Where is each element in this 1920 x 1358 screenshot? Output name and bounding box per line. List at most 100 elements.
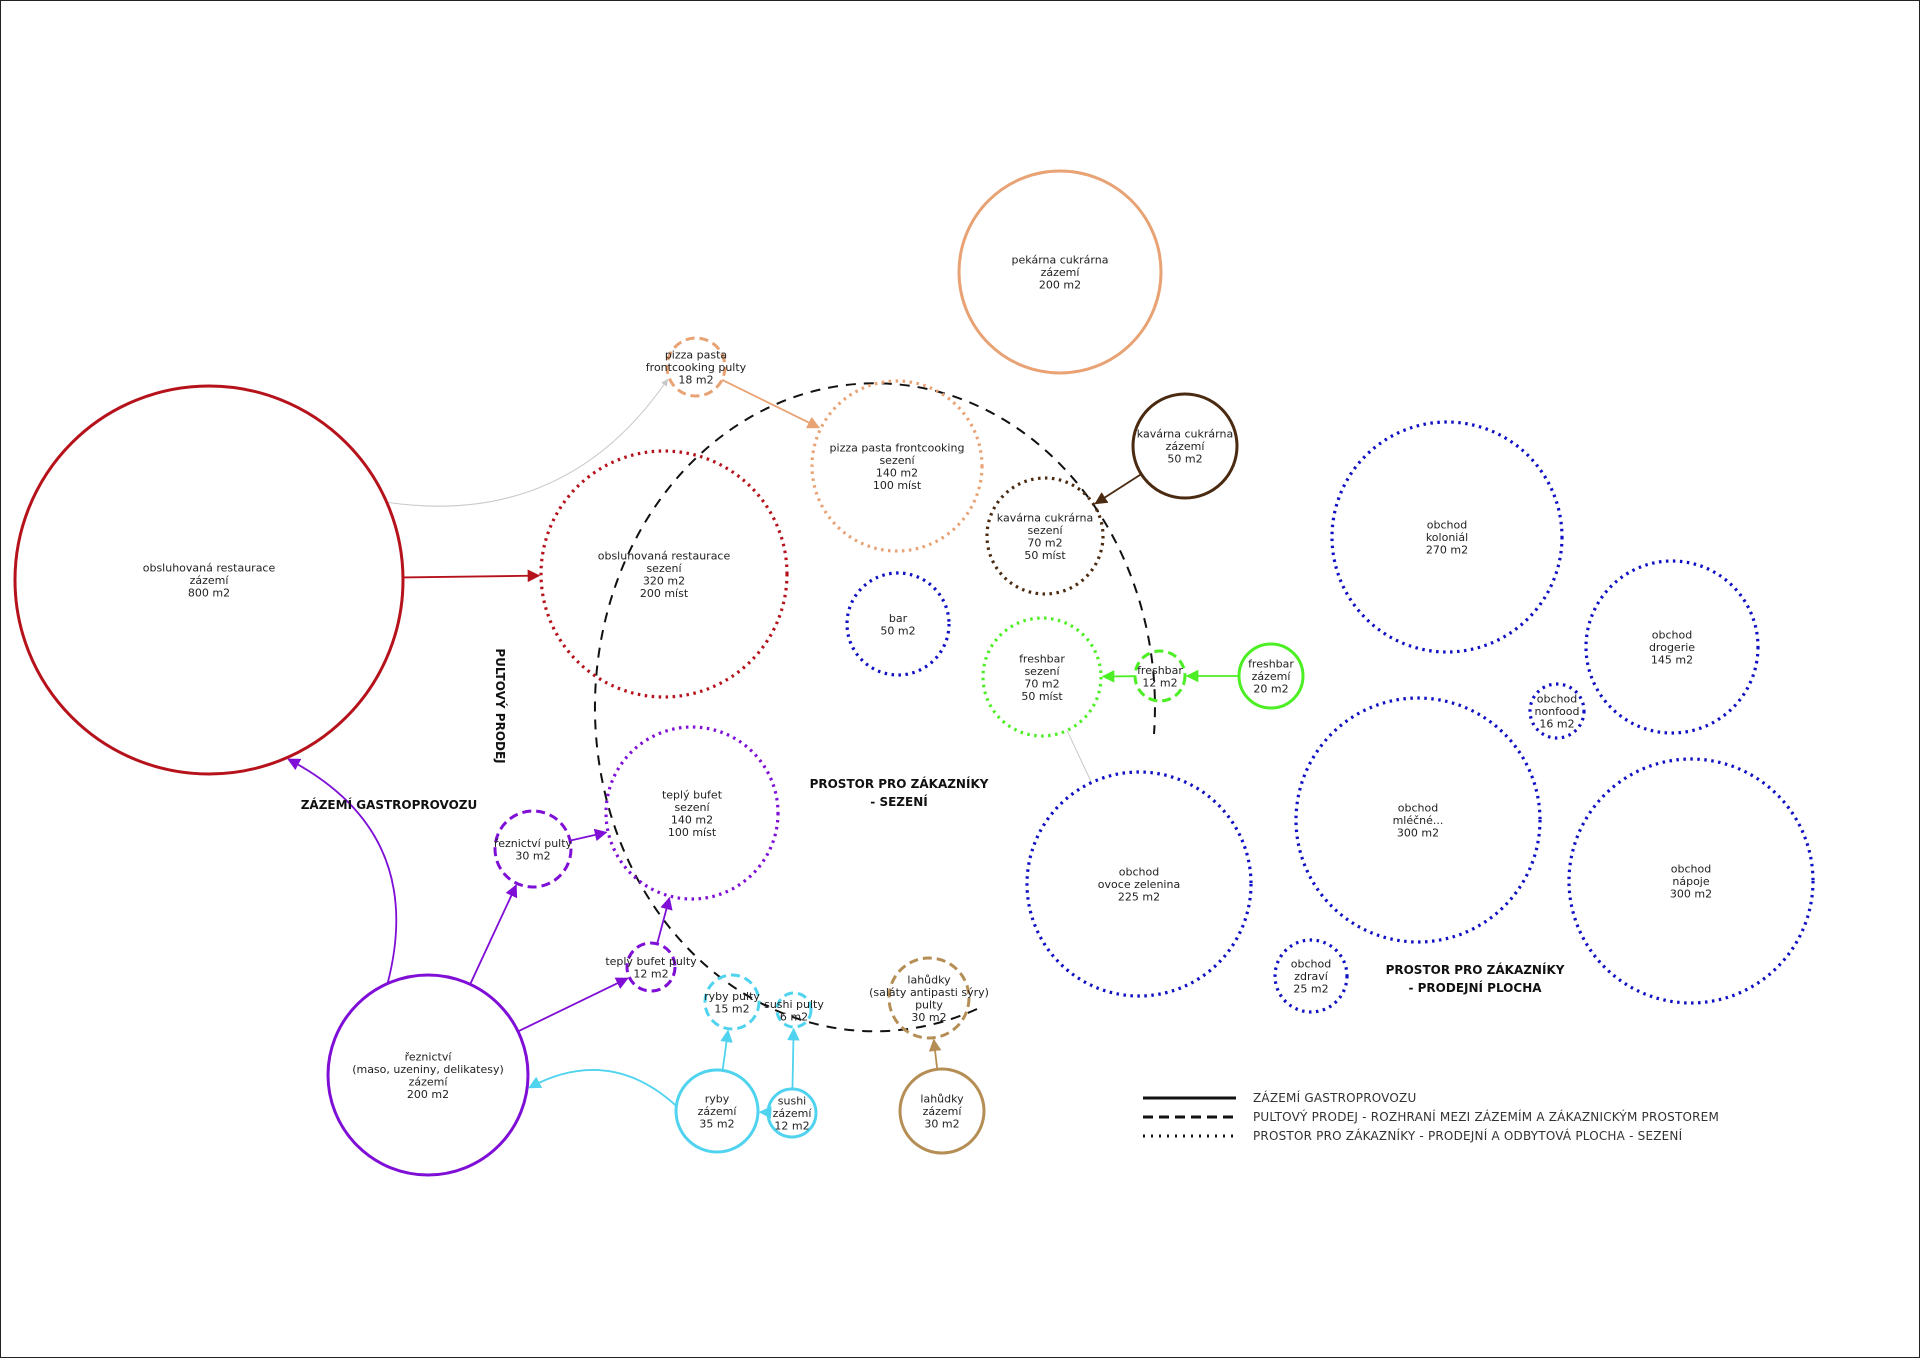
node-label-pizza-sezeni-3: 100 míst: [873, 479, 922, 492]
node-label-lahudky-zazemi-0: lahůdky: [920, 1093, 964, 1106]
node-label-restaurace-zazemi-0: obsluhovaná restaurace: [143, 562, 276, 575]
edge-pizza-pulty-to-pizza-sezeni: [721, 379, 821, 429]
node-circle-teply-bufet-pulty: [625, 941, 677, 993]
legend-label-dotted: PROSTOR PRO ZÁKAZNÍKY - PRODEJNÍ A ODBYT…: [1253, 1128, 1683, 1143]
node-label-ryby-pulty-0: ryby pulty: [704, 990, 760, 1003]
node-label-obchod-ovoce-2: 225 m2: [1118, 891, 1160, 904]
node-label-ryby-zazemi-2: 35 m2: [699, 1118, 734, 1131]
zone-label-pultovy-prodej: PULTOVÝ PRODEJ: [493, 648, 508, 763]
node-label-ryby-pulty-1: 15 m2: [714, 1002, 749, 1015]
node-label-pizza-pulty-2: 18 m2: [678, 374, 713, 387]
node-label-sushi-zazemi-0: sushi: [778, 1095, 806, 1108]
node-label-kavarna-zazemi-2: 50 m2: [1167, 453, 1202, 466]
node-label-restaurace-zazemi-1: zázemí: [190, 574, 230, 587]
edge-reznictvi-zazemi-to-reznictvi-pulty: [469, 884, 518, 985]
edge-restaurace-zazemi-to-restaurace-sezeni: [402, 569, 541, 583]
node-label-obchod-kolonial-0: obchod: [1427, 519, 1467, 532]
node-label-pekarna-zazemi-0: pekárna cukrárna: [1012, 254, 1109, 267]
node-label-teply-bufet-pulty-0: teplý bufet pulty: [605, 955, 697, 968]
edge-sushi-zazemi-to-sushi-pulty: [787, 1027, 800, 1090]
node-circle-obchod-drogerie: [1584, 559, 1760, 735]
node-reznictvi-zazemi: řeznictví(maso, uzeniny, delikatesy)záze…: [326, 973, 530, 1177]
edge-teply-bufet-pulty-to-teply-bufet-sezeni: [656, 896, 673, 945]
node-label-sushi-pulty-1: 6 m2: [780, 1010, 808, 1023]
node-label-ryby-zazemi-1: zázemí: [698, 1105, 738, 1118]
legend-label-solid: ZÁZEMÍ GASTROPROVOZU: [1253, 1090, 1416, 1105]
node-circle-lahudky-pulty: [887, 956, 971, 1040]
edges-layer: [287, 378, 1239, 1119]
node-label-obchod-mlecne-0: obchod: [1398, 802, 1438, 815]
node-label-teply-bufet-sezeni-3: 100 míst: [668, 826, 717, 839]
edge-kavarna-zazemi-to-kavarna-sezeni: [1094, 473, 1142, 505]
node-label-lahudky-zazemi-2: 30 m2: [924, 1118, 959, 1131]
node-label-lahudky-zazemi-1: zázemí: [923, 1105, 963, 1118]
node-circle-obchod-mlecne: [1294, 696, 1542, 944]
node-label-freshbar-sezeni-3: 50 míst: [1021, 690, 1063, 703]
node-label-kavarna-sezeni-3: 50 míst: [1024, 549, 1066, 562]
node-label-sushi-pulty-0: sushi pulty: [764, 998, 824, 1011]
node-circle-bar: [845, 571, 951, 677]
node-label-freshbar-pulty-1: 12 m2: [1142, 676, 1177, 689]
node-circle-restaurace-sezeni: [539, 449, 789, 699]
node-label-bar-0: bar: [889, 612, 908, 625]
node-label-obchod-napoje-0: obchod: [1671, 863, 1711, 876]
node-label-obchod-napoje-2: 300 m2: [1670, 888, 1712, 901]
node-label-obchod-nonfood-0: obchod: [1537, 693, 1577, 706]
node-circle-ryby-pulty: [703, 973, 761, 1031]
node-label-freshbar-pulty-0: freshbar: [1137, 664, 1183, 677]
node-label-kavarna-zazemi-0: kavárna cukrárna: [1137, 428, 1233, 441]
node-circle-pizza-pulty: [665, 336, 727, 398]
zone-label-sezeni-line1: PROSTOR PRO ZÁKAZNÍKY: [810, 776, 989, 791]
node-label-kavarna-sezeni-0: kavárna cukrárna: [997, 511, 1093, 524]
node-label-restaurace-sezeni-3: 200 míst: [640, 587, 689, 600]
node-label-reznictvi-pulty-1: 30 m2: [515, 849, 550, 862]
node-label-kavarna-sezeni-2: 70 m2: [1027, 536, 1062, 549]
node-label-obchod-mlecne-2: 300 m2: [1397, 827, 1439, 840]
node-circle-obchod-napoje: [1567, 757, 1815, 1005]
node-label-reznictvi-pulty-0: řeznictví pulty: [494, 837, 573, 850]
node-circle-sushi-zazemi: [766, 1087, 818, 1139]
edge-ryby-zazemi-to-ryby-pulty: [720, 1029, 733, 1071]
zone-label-sezeni-line2: - SEZENÍ: [870, 794, 928, 809]
node-label-obchod-ovoce-0: obchod: [1119, 866, 1159, 879]
node-circle-obchod-ovoce: [1025, 770, 1253, 998]
node-circle-reznictvi-zazemi: [326, 973, 530, 1177]
node-label-freshbar-zazemi-1: zázemí: [1252, 670, 1292, 683]
node-circle-obchod-zdravi: [1273, 938, 1349, 1014]
node-label-teply-bufet-sezeni-1: sezení: [674, 801, 710, 814]
node-label-pizza-pulty-0: pizza pasta: [665, 349, 727, 362]
node-circle-pekarna-zazemi: [957, 169, 1163, 375]
edge-restaurace-zazemi-to-pizza-pulty: [386, 378, 669, 507]
node-label-lahudky-pulty-3: 30 m2: [911, 1011, 946, 1024]
node-label-bar-1: 50 m2: [880, 624, 915, 637]
node-label-freshbar-sezeni-1: sezení: [1024, 665, 1060, 678]
node-label-obchod-nonfood-1: nonfood: [1535, 705, 1580, 718]
node-label-reznictvi-zazemi-2: zázemí: [409, 1075, 449, 1088]
node-circle-freshbar-pulty: [1133, 649, 1187, 703]
node-label-lahudky-pulty-2: pulty: [915, 998, 943, 1011]
legend: ZÁZEMÍ GASTROPROVOZU PULTOVÝ PRODEJ - RO…: [1143, 1090, 1719, 1143]
node-label-pizza-sezeni-0: pizza pasta frontcooking: [830, 441, 965, 454]
node-label-obchod-ovoce-1: ovoce zelenina: [1098, 878, 1180, 891]
edge-reznictvi-zazemi-to-restaurace-zazemi: [287, 758, 398, 984]
node-label-ryby-zazemi-0: ryby: [705, 1093, 730, 1106]
node-label-restaurace-sezeni-1: sezení: [646, 562, 682, 575]
node-label-pizza-pulty-1: frontcooking pulty: [646, 361, 747, 374]
node-circle-ryby-zazemi: [674, 1068, 760, 1154]
node-label-restaurace-sezeni-0: obsluhovaná restaurace: [598, 549, 731, 562]
node-label-obchod-drogerie-0: obchod: [1652, 629, 1692, 642]
